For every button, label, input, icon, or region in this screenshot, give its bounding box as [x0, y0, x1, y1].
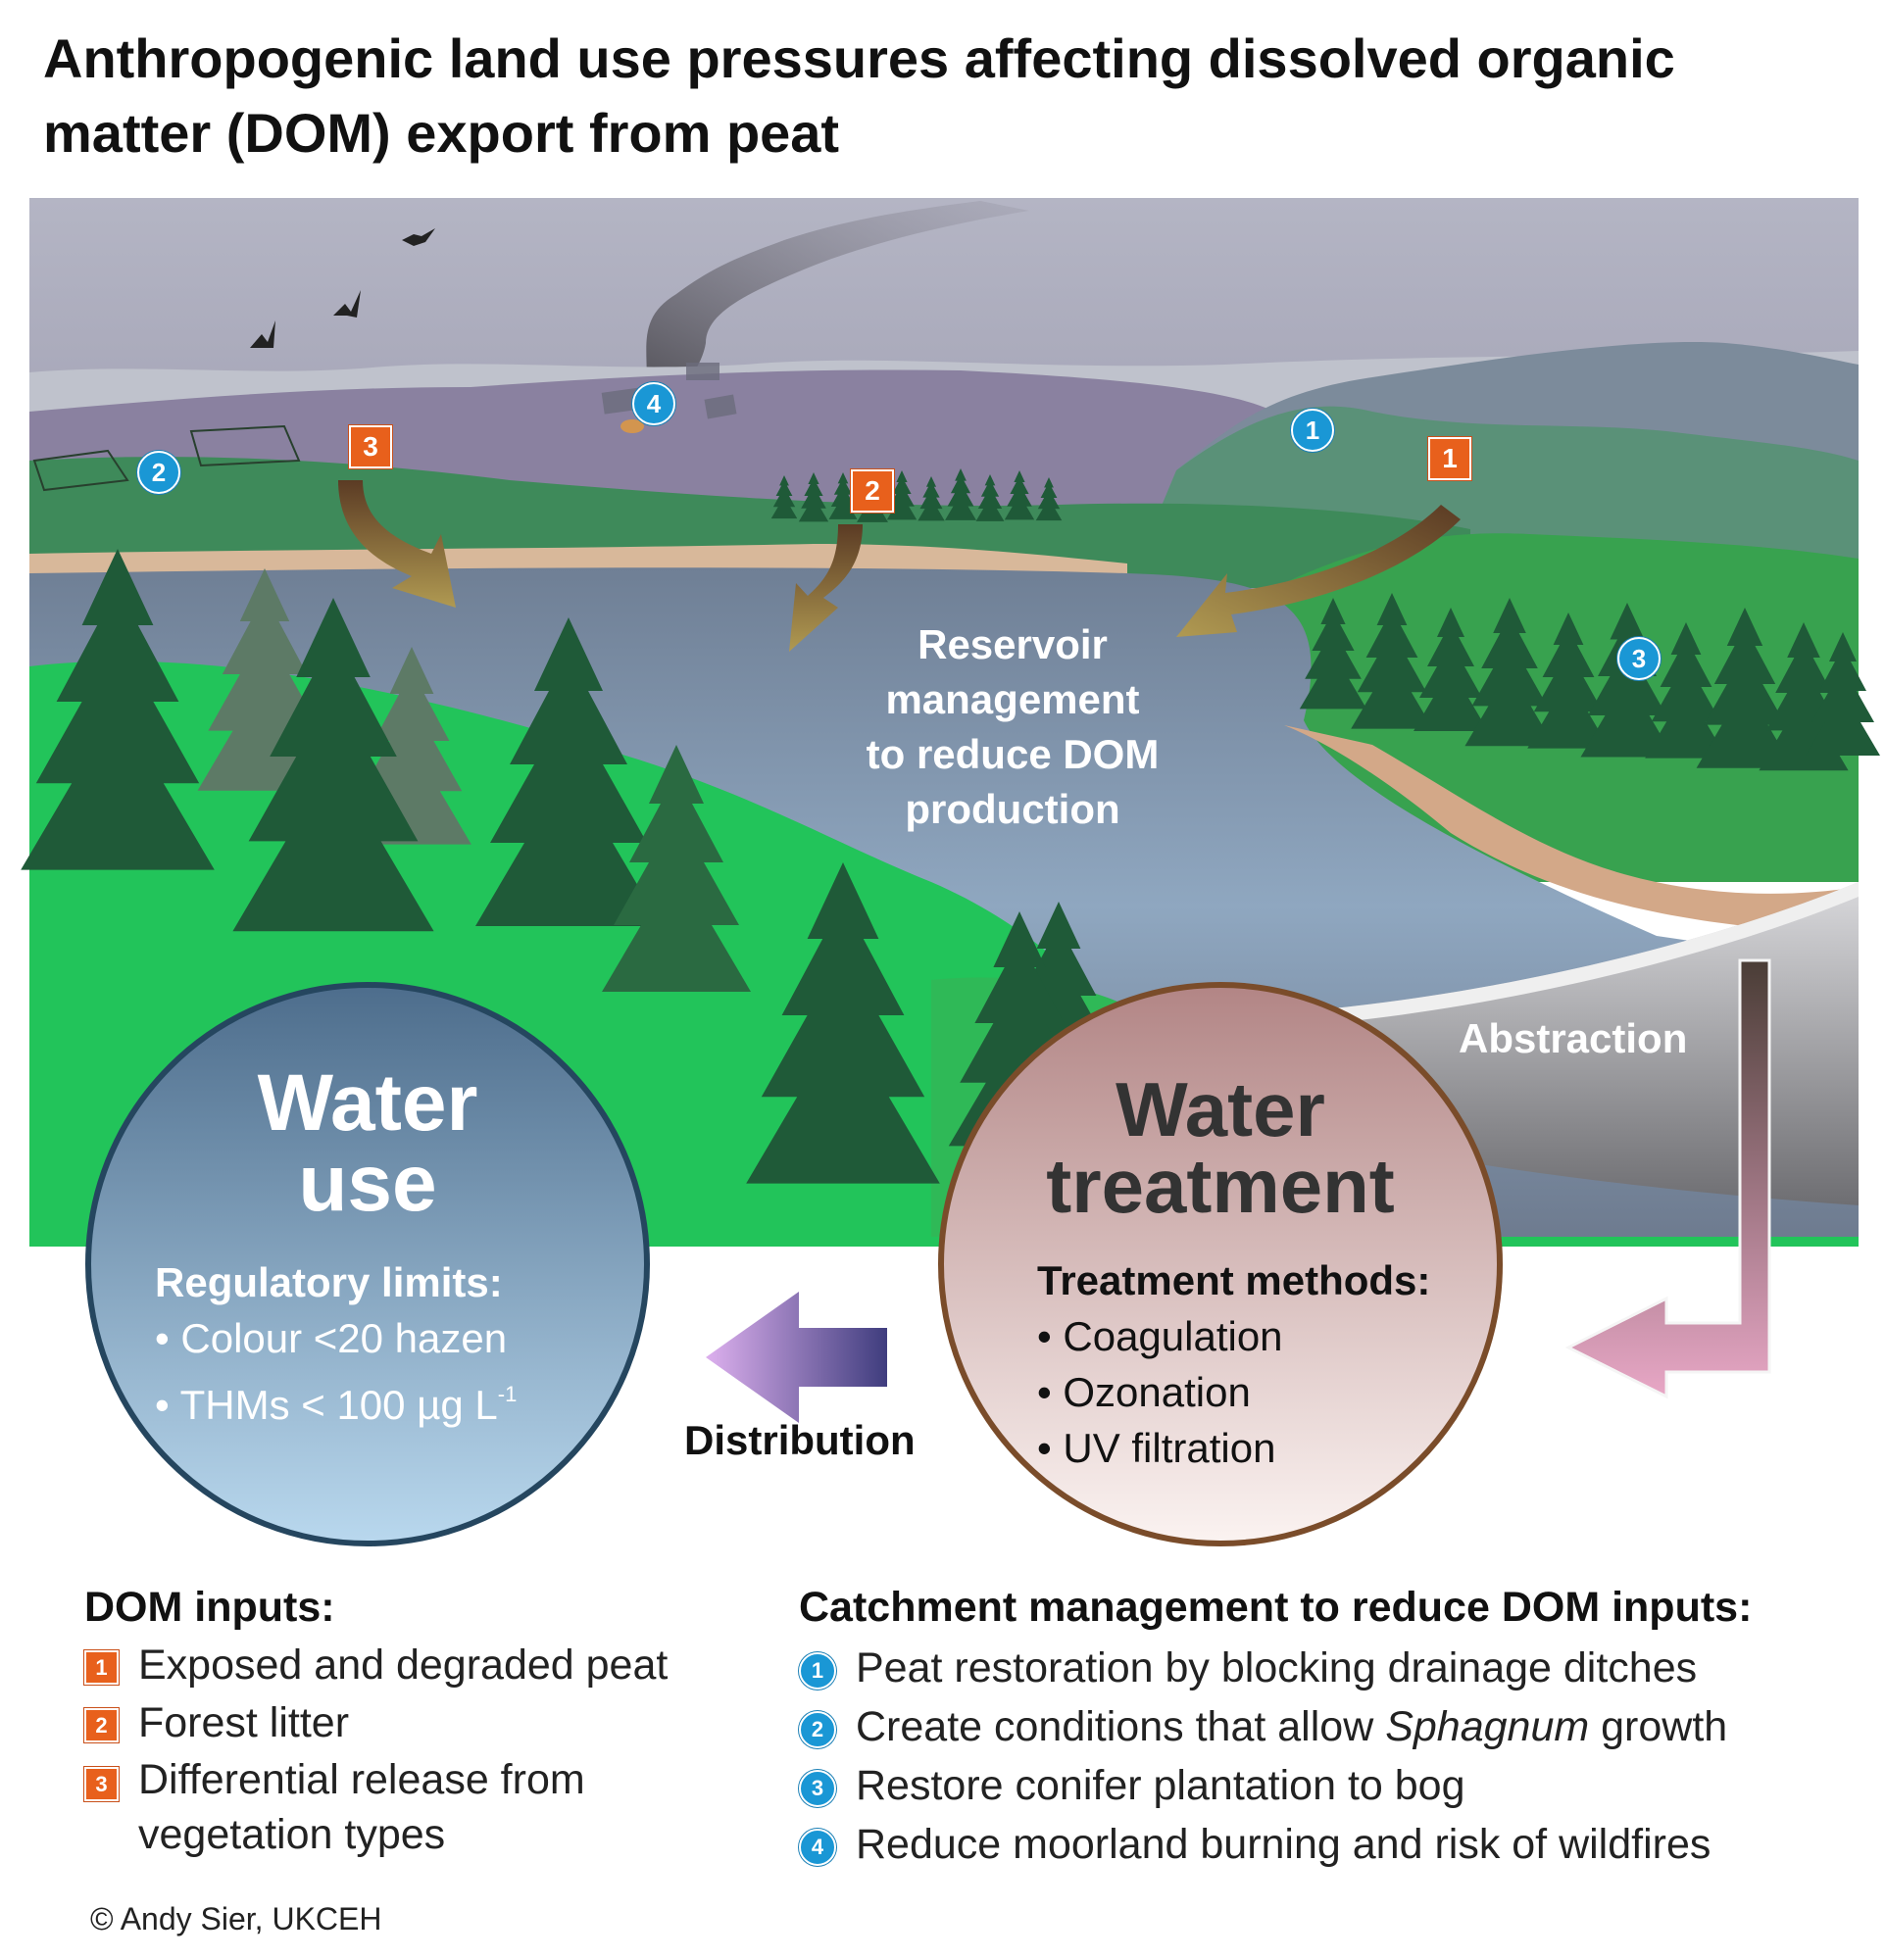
distribution-arrow [706, 1292, 887, 1423]
limit-colour: • Colour <20 hazen [155, 1315, 508, 1361]
catchment-text-part: Create conditions that allow [856, 1703, 1386, 1750]
pressure-badge-2: 2 [84, 1708, 119, 1742]
method-uv-filtration: • UV filtration [1037, 1425, 1276, 1471]
management-badge-3: 3 [799, 1770, 836, 1807]
catchment-heading: Catchment management to reduce DOM input… [799, 1584, 1753, 1631]
arrow-pressure-1 [1176, 505, 1461, 637]
reservoir-label-line: to reduce DOM [866, 731, 1160, 777]
water-use-title: Water use [118, 1063, 618, 1224]
treatment-methods: Treatment methods: • Coagulation • Ozona… [1037, 1252, 1430, 1476]
limit-thms-superscript: -1 [497, 1382, 518, 1406]
limit-thms-text: • THMs < 100 µg L [155, 1382, 498, 1428]
dom-input-text-line: vegetation types [138, 1811, 446, 1858]
pressure-marker-1: 1 [1428, 437, 1471, 480]
water-treatment-circle [938, 982, 1503, 1546]
pressure-badge-1: 1 [84, 1650, 119, 1685]
management-badge-2: 2 [799, 1711, 836, 1748]
catchment-item-2: 2 Create conditions that allow Sphagnum … [799, 1703, 1727, 1751]
abstraction-pipe-arrow [1564, 958, 1771, 1399]
dom-input-2: 2 Forest litter [84, 1699, 349, 1747]
dam-crest [1323, 882, 1859, 1024]
dom-input-text-line: Differential release from [138, 1756, 585, 1803]
catchment-text-italic: Sphagnum [1385, 1703, 1590, 1750]
management-marker-3: 3 [1617, 637, 1661, 680]
catchment-item-text: Restore conifer plantation to bog [856, 1762, 1465, 1809]
reservoir-label-line: Reservoir [918, 621, 1108, 667]
arrow-pressure-2 [789, 524, 863, 652]
dom-input-text: Exposed and degraded peat [138, 1642, 669, 1689]
water-use-title-line: Water [257, 1058, 478, 1148]
water-treatment-title: Water treatment [970, 1071, 1470, 1224]
water-use-limits: Regulatory limits: • Colour <20 hazen • … [155, 1254, 517, 1433]
catchment-item-text: Create conditions that allow Sphagnum gr… [856, 1703, 1727, 1751]
birds [250, 228, 435, 348]
method-coagulation: • Coagulation [1037, 1313, 1283, 1359]
water-treatment-text: Water treatment [970, 1071, 1470, 1224]
water-use-title-line: use [298, 1139, 437, 1228]
method-ozonation: • Ozonation [1037, 1369, 1251, 1415]
catchment-item-1: 1 Peat restoration by blocking drainage … [799, 1644, 1697, 1692]
water-treatment-title-line: treatment [1046, 1143, 1395, 1229]
catchment-text-part: growth [1589, 1703, 1728, 1750]
water-treatment-title-line: Water [1116, 1066, 1325, 1152]
limit-thms: • THMs < 100 µg L-1 [155, 1366, 517, 1433]
dom-input-3: 3 Differential release from vegetation t… [84, 1756, 585, 1862]
management-marker-1: 1 [1291, 409, 1334, 452]
dom-input-text: Forest litter [138, 1699, 350, 1746]
catchment-item-text: Reduce moorland burning and risk of wild… [856, 1821, 1711, 1868]
catchment-item-text: Peat restoration by blocking drainage di… [856, 1644, 1698, 1691]
distribution-label: Distribution [684, 1417, 916, 1463]
management-marker-4: 4 [632, 382, 675, 425]
reservoir-label: Reservoir management to reduce DOM produ… [821, 617, 1204, 837]
abstraction-label: Abstraction [1459, 1015, 1688, 1061]
credit-line: © Andy Sier, UKCEH [90, 1901, 382, 1936]
management-marker-2: 2 [137, 451, 180, 494]
water-use-text: Water use [118, 1063, 618, 1224]
catchment-item-4: 4 Reduce moorland burning and risk of wi… [799, 1821, 1711, 1869]
fenced-enclosures [32, 424, 301, 492]
pressure-marker-2: 2 [851, 469, 894, 513]
burnt-patches [601, 363, 737, 433]
reservoir-label-line: production [905, 786, 1120, 832]
pressure-badge-3: 3 [84, 1767, 119, 1801]
dom-inputs-heading: DOM inputs: [84, 1584, 335, 1631]
management-badge-4: 4 [799, 1829, 836, 1866]
page-title: Anthropogenic land use pressures affecti… [43, 27, 1675, 164]
management-badge-1: 1 [799, 1652, 836, 1690]
arrow-pressure-3 [338, 480, 456, 608]
reservoir-label-line: management [885, 676, 1140, 722]
water-use-circle [85, 982, 650, 1546]
regulatory-limits-heading: Regulatory limits: [155, 1259, 503, 1305]
dom-input-1: 1 Exposed and degraded peat [84, 1642, 668, 1690]
treatment-methods-heading: Treatment methods: [1037, 1257, 1431, 1303]
pressure-marker-3: 3 [349, 425, 392, 468]
catchment-item-3: 3 Restore conifer plantation to bog [799, 1762, 1465, 1810]
dom-input-text: Differential release from vegetation typ… [138, 1752, 585, 1862]
